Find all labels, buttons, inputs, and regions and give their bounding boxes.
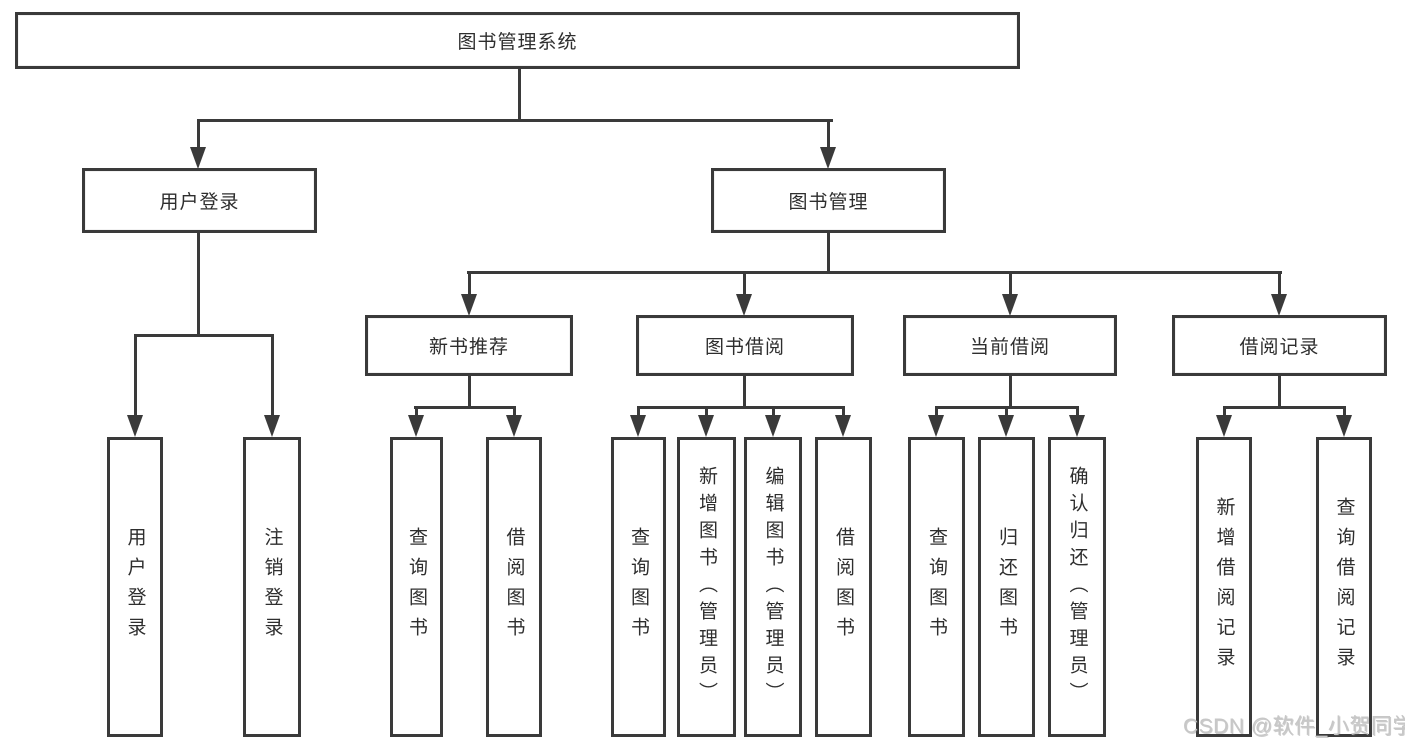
- node-label: 图书借阅: [704, 337, 785, 358]
- connector-line: [827, 120, 830, 148]
- leaf-confirm-return-admin: 确认归还（管理员）: [1048, 437, 1106, 737]
- connector-line: [743, 272, 746, 295]
- leaf-query-books-current: 查询图书: [908, 437, 965, 737]
- leaf-label: 注销登录: [261, 527, 283, 647]
- arrowhead-icon: [998, 415, 1014, 437]
- connector-line: [271, 335, 274, 416]
- connector-line: [134, 335, 137, 416]
- connector-line: [197, 120, 200, 148]
- node-label: 图书管理系统: [457, 32, 578, 53]
- connector-line: [1223, 407, 1226, 416]
- arrowhead-icon: [928, 415, 944, 437]
- leaf-user-login: 用户登录: [107, 437, 163, 737]
- node-current-borrowing: 当前借阅: [903, 315, 1117, 376]
- connector-line: [705, 407, 708, 416]
- leaf-label: 用户登录: [124, 527, 146, 647]
- node-book-management: 图书管理: [711, 168, 946, 233]
- arrowhead-icon: [264, 415, 280, 437]
- connector-line: [842, 407, 845, 416]
- connector-line: [1005, 407, 1008, 416]
- leaf-borrow-books-recommend: 借阅图书: [486, 437, 542, 737]
- arrowhead-icon: [1002, 294, 1018, 316]
- connector-line: [772, 407, 775, 416]
- leaf-label: 查询图书: [628, 527, 649, 647]
- arrowhead-icon: [765, 415, 781, 437]
- connector-line: [1009, 374, 1012, 408]
- leaf-label: 借阅图书: [833, 527, 854, 647]
- arrowhead-icon: [1271, 294, 1287, 316]
- leaf-label: 借阅图书: [503, 527, 525, 647]
- connector-line: [518, 68, 521, 122]
- connector-line: [637, 406, 845, 409]
- connector-line: [197, 230, 200, 336]
- node-label: 用户登录: [159, 192, 240, 213]
- node-new-book-recommendation: 新书推荐: [365, 315, 573, 376]
- node-borrowing-records: 借阅记录: [1172, 315, 1387, 376]
- arrowhead-icon: [408, 415, 424, 437]
- node-label: 当前借阅: [969, 337, 1050, 358]
- node-label: 新书推荐: [428, 337, 509, 358]
- leaf-label: 查询图书: [406, 527, 427, 647]
- connector-line: [134, 334, 274, 337]
- leaf-query-books-borrow: 查询图书: [611, 437, 666, 737]
- connector-line: [197, 119, 833, 122]
- connector-line: [1343, 407, 1346, 416]
- leaf-label: 查询图书: [926, 527, 947, 647]
- arrowhead-icon: [1069, 415, 1085, 437]
- leaf-query-borrow-record: 查询借阅记录: [1316, 437, 1372, 737]
- arrowhead-icon: [1336, 415, 1352, 437]
- arrowhead-icon: [698, 415, 714, 437]
- connector-line: [467, 271, 1282, 274]
- leaf-label: 查询借阅记录: [1333, 497, 1355, 677]
- arrowhead-icon: [190, 147, 206, 169]
- connector-line: [1278, 272, 1281, 295]
- connector-line: [415, 407, 418, 416]
- connector-line: [513, 407, 516, 416]
- node-book-borrowing: 图书借阅: [636, 315, 854, 376]
- node-label: 借阅记录: [1239, 337, 1320, 358]
- node-label: 图书管理: [788, 192, 869, 213]
- leaf-edit-book-admin: 编辑图书（管理员）: [744, 437, 802, 737]
- connector-line: [935, 407, 938, 416]
- connector-line: [468, 272, 471, 295]
- leaf-label: 编辑图书（管理员）: [762, 465, 784, 709]
- arrowhead-icon: [630, 415, 646, 437]
- arrowhead-icon: [835, 415, 851, 437]
- leaf-query-books-recommend: 查询图书: [390, 437, 443, 737]
- connector-line: [468, 374, 471, 408]
- leaf-borrow-books: 借阅图书: [815, 437, 872, 737]
- connector-line: [414, 406, 516, 409]
- arrowhead-icon: [736, 294, 752, 316]
- connector-line: [827, 230, 830, 273]
- connector-line: [1278, 374, 1281, 408]
- arrowhead-icon: [127, 415, 143, 437]
- leaf-logout: 注销登录: [243, 437, 301, 737]
- leaf-return-books: 归还图书: [978, 437, 1035, 737]
- leaf-label: 归还图书: [996, 527, 1017, 647]
- connector-line: [1076, 407, 1079, 416]
- connector-line: [743, 374, 746, 408]
- leaf-add-borrow-record: 新增借阅记录: [1196, 437, 1252, 737]
- connector-line: [1223, 406, 1346, 409]
- node-library-management-system: 图书管理系统: [15, 12, 1020, 69]
- arrowhead-icon: [1216, 415, 1232, 437]
- arrowhead-icon: [506, 415, 522, 437]
- arrowhead-icon: [461, 294, 477, 316]
- arrowhead-icon: [820, 147, 836, 169]
- csdn-watermark: CSDN @软件_小贺同学: [1183, 715, 1405, 738]
- leaf-label: 新增借阅记录: [1213, 497, 1235, 677]
- node-user-login: 用户登录: [82, 168, 317, 233]
- leaf-label: 新增图书（管理员）: [696, 465, 717, 709]
- connector-line: [1009, 272, 1012, 295]
- connector-line: [637, 407, 640, 416]
- leaf-add-book-admin: 新增图书（管理员）: [677, 437, 736, 737]
- leaf-label: 确认归还（管理员）: [1066, 465, 1088, 709]
